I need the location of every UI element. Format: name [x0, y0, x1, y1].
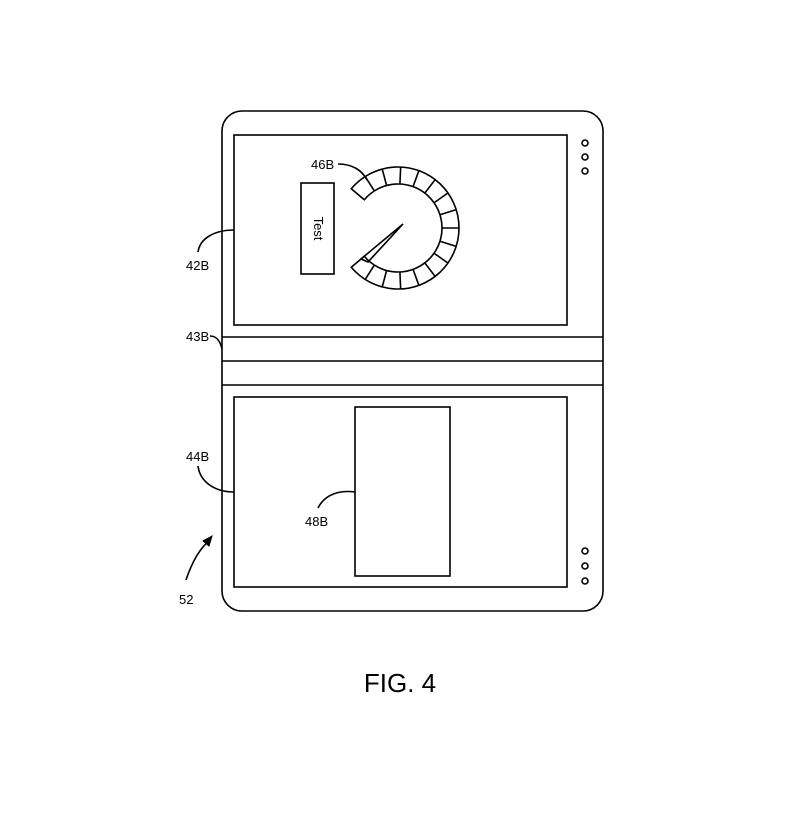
app-window [354, 406, 451, 577]
gauge-segment-divider [424, 262, 436, 277]
top-screen [233, 134, 568, 326]
gauge-ring [350, 166, 460, 290]
leader-46b [337, 163, 368, 181]
label-46b: 46B [311, 157, 334, 172]
leader-52 [185, 539, 211, 581]
label-42b: 42B [186, 258, 209, 273]
test-button-label: Test [311, 217, 326, 241]
gauge-segment-divider [412, 269, 420, 286]
label-52: 52 [179, 592, 193, 607]
test-button-frame [300, 182, 335, 275]
gauge-segment-divider [364, 264, 376, 280]
circle-icon [581, 139, 589, 147]
gauge-segment-divider [433, 192, 449, 204]
gauge-segment-divider [439, 208, 457, 216]
gauge-segment-divider [399, 167, 402, 185]
leader-48b [317, 490, 356, 509]
gauge-segment-divider [433, 252, 449, 264]
gauge-segment-divider [381, 168, 388, 186]
circle-icon [581, 153, 589, 161]
leader-42b [197, 229, 235, 253]
gauge-segment-divider [381, 270, 388, 288]
gauge-segment-divider [399, 271, 402, 289]
label-43b: 43B [186, 329, 209, 344]
top-indicator-dots [581, 139, 589, 175]
leader-43b [209, 335, 223, 350]
circle-icon [581, 167, 589, 175]
circle-icon [581, 562, 589, 570]
bottom-screen [233, 396, 568, 588]
label-48b: 48B [305, 514, 328, 529]
leader-44b [197, 465, 235, 493]
circle-icon [581, 547, 589, 555]
gauge-dial [350, 166, 460, 290]
bottom-indicator-dots [581, 547, 589, 585]
label-44b: 44B [186, 449, 209, 464]
gauge-segments [364, 167, 459, 289]
arrowhead-icon [202, 534, 213, 547]
gauge-segment-divider [439, 240, 457, 248]
gauge-segment-divider [412, 170, 420, 187]
test-button[interactable]: Test [300, 182, 335, 275]
circle-icon [581, 577, 589, 585]
gauge-segment-divider [424, 179, 436, 194]
figure-caption: FIG. 4 [364, 668, 436, 698]
gauge-needle [359, 223, 404, 263]
